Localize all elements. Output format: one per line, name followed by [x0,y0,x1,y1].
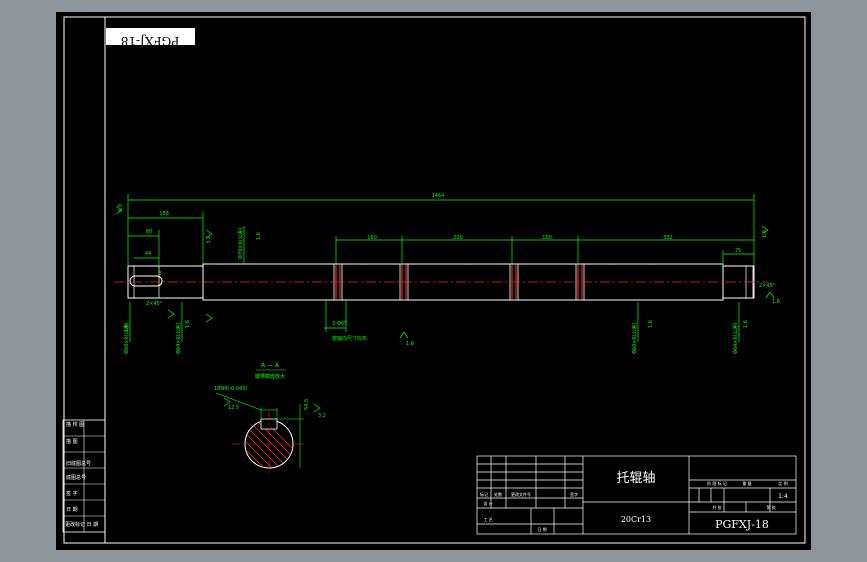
dimension-texts: 1464 188 80 44 8 150 200 150 332 75 2×45… [118,193,780,354]
left-table-row-7: 更改标记 日 期 [65,521,98,528]
col-count: 处数 [494,491,502,497]
mirrored-code: PGFXJ-18 [121,34,180,48]
roughness-10: 1.6 [772,299,780,305]
part-name: 托辊轴 [616,471,655,486]
dim-80: 80 [146,229,152,235]
roughness-4: 1.6 [762,230,768,238]
left-table-row-4: 底图总号 [66,474,86,481]
roughness-9: 1.6 [406,341,414,347]
row-process: 工 艺 [483,517,492,522]
col-sign: 签字 [570,491,578,497]
groove-dim: 3-Φ6T [332,321,348,327]
roughness-8: 1.6 [743,320,749,328]
left-table: 描 校 图 描 图 旧底图总号 底图总号 签 字 日 期 更改标记 日 期 [62,419,106,533]
dia-mid: Φ70×6(公差) [237,227,244,259]
sheet-number: 第 张 [766,504,775,510]
code-box [106,28,195,45]
key-roughness-2: 3.2 [318,413,326,419]
dia-left2: Φ64×6(公差) [175,322,182,354]
chamfer-left: 2×45° [146,301,163,307]
dim-8: 8 [158,271,161,277]
dia-left: Φ60×6(公差) [123,322,130,354]
dim-200: 200 [453,235,463,241]
key-width: 18N9(-0.043) [214,386,247,392]
dia-right2: Φ64×6(公差) [732,322,739,354]
left-table-row-3: 旧底图总号 [66,460,91,467]
inner-border [104,16,806,544]
roughness-symbols [115,205,775,339]
left-table-row-6: 日 期 [66,507,78,513]
roughness-6: 1.6 [185,320,191,328]
left-table-row-2: 描 图 [66,438,78,445]
chamfer-right: 2×45° [759,283,776,289]
outer-border [63,16,806,544]
material: 20Cr13 [621,515,651,524]
col-change-doc: 更改文件号 [511,491,531,497]
title-block-texts: 托辊轴 20Cr13 PGFXJ-18 1:4 标记 处数 更改文件号 签字 设… [480,471,788,532]
title-block [476,455,797,535]
dimension-lines [127,194,755,342]
dim-75: 75 [735,248,741,254]
drawing-number: PGFXJ-18 [715,518,769,531]
roughness-3: 1.6 [256,232,262,240]
sheet-total: 共 张 [712,504,721,510]
roughness-2: 3.2 [206,236,212,244]
scale-value: 1:4 [778,493,788,500]
section-label: A — A [261,362,280,369]
stage-labels: 阶 段 标 记 [707,480,727,486]
weight-label: 重 量 [742,480,751,486]
dim-188: 188 [159,211,169,217]
left-table-row-1: 描 校 图 [66,421,84,428]
row-date: 日 期 [537,526,546,532]
roughness-7: 1.6 [648,320,654,328]
dim-150: 150 [367,235,377,241]
roughness-5: 1.6 [124,324,130,332]
groove-note: 按轴向尺寸均布 [332,335,367,342]
drawing-sheet: PGFXJ-18 描 校 图 描 图 旧底图总号 底图总号 签 字 日 期 更改… [56,12,811,550]
shaft [114,263,768,301]
section-view: A — A 键槽截面放大 [214,362,326,476]
dim-44: 44 [145,251,151,257]
section-note: 键槽截面放大 [255,373,285,380]
dim-332: 332 [663,235,673,241]
dim-overall-length: 1464 [432,193,445,199]
dia-right: Φ60×6(公差) [631,322,638,354]
row-design: 设 计 [483,500,492,506]
col-mark: 标记 [480,491,488,497]
dim-150b: 150 [542,235,552,241]
key-depth: 54.5 [304,399,310,410]
key-roughness: 12.5 [228,405,239,411]
left-table-row-5: 签 字 [66,490,78,497]
scale-label: 比 例 [778,480,787,486]
cad-drawing: PGFXJ-18 描 校 图 描 图 旧底图总号 底图总号 签 字 日 期 更改… [62,16,806,544]
roughness-1: 6.3 [118,204,124,212]
